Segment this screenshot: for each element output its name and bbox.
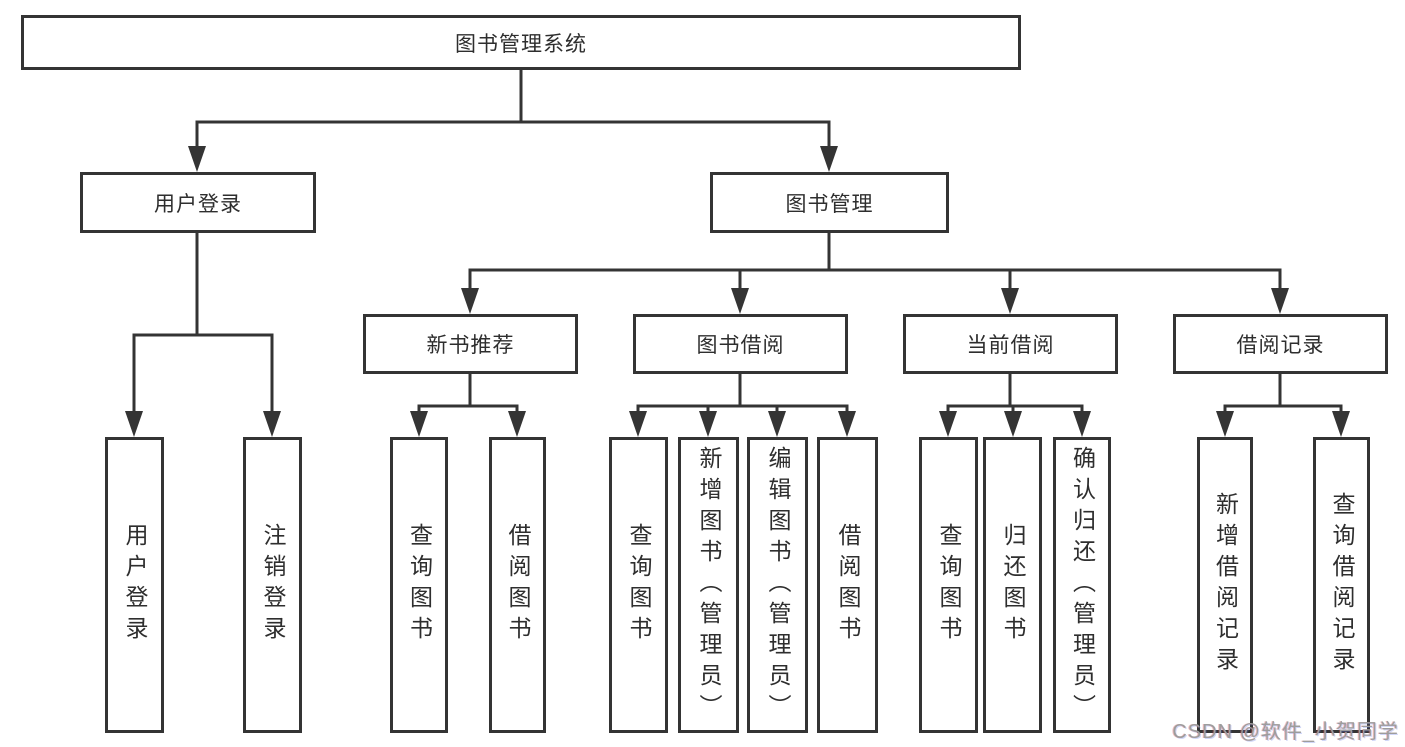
leaf-query-borrow-record: 查询借阅记录 (1313, 437, 1370, 733)
leaf-return-books: 归还图书 (983, 437, 1042, 733)
node-book-borrowing: 图书借阅 (633, 314, 848, 374)
node-label: 用户登录 (154, 192, 242, 216)
leaf-label: 查询图书 (626, 523, 652, 647)
leaf-label: 确认归还（管理员） (1069, 445, 1096, 725)
node-label: 当前借阅 (966, 334, 1055, 357)
node-label: 新书推荐 (426, 334, 515, 357)
leaf-label: 新增图书（管理员） (696, 445, 722, 725)
leaf-label: 查询借阅记录 (1329, 492, 1355, 678)
node-book-management: 图书管理 (710, 172, 949, 233)
leaf-borrow-books-recommend: 借阅图书 (489, 437, 546, 733)
node-label: 图书管理 (785, 192, 874, 216)
node-library-management-system: 图书管理系统 (21, 15, 1021, 70)
leaf-label: 借阅图书 (505, 523, 531, 647)
node-new-book-recommend: 新书推荐 (363, 314, 578, 374)
leaf-label: 归还图书 (1000, 523, 1026, 647)
node-label: 图书管理系统 (455, 32, 587, 56)
leaf-query-books-recommend: 查询图书 (390, 437, 448, 733)
leaf-label: 借阅图书 (835, 523, 861, 647)
leaf-query-books-current: 查询图书 (919, 437, 978, 733)
leaf-label: 编辑图书（管理员） (765, 445, 791, 725)
leaf-query-books-borrowing: 查询图书 (609, 437, 668, 733)
leaf-label: 新增借阅记录 (1212, 492, 1239, 678)
leaf-label: 注销登录 (260, 523, 286, 647)
leaf-label: 用户登录 (122, 523, 148, 647)
node-current-borrowing: 当前借阅 (903, 314, 1118, 374)
leaf-borrow-books: 借阅图书 (817, 437, 878, 733)
leaf-label: 查询图书 (936, 523, 962, 647)
leaf-add-books-admin: 新增图书（管理员） (678, 437, 739, 733)
node-label: 借阅记录 (1236, 334, 1325, 357)
node-user-login: 用户登录 (80, 172, 316, 233)
leaf-edit-books-admin: 编辑图书（管理员） (747, 437, 808, 733)
node-label: 图书借阅 (696, 334, 785, 357)
leaf-confirm-return-admin: 确认归还（管理员） (1053, 437, 1111, 733)
leaf-logout: 注销登录 (243, 437, 302, 733)
leaf-label: 查询图书 (406, 523, 433, 647)
csdn-watermark: CSDN @软件_小贺同学 (1172, 721, 1399, 743)
leaf-add-borrow-record: 新增借阅记录 (1197, 437, 1253, 733)
leaf-user-login: 用户登录 (105, 437, 164, 733)
node-borrowing-records: 借阅记录 (1173, 314, 1388, 374)
